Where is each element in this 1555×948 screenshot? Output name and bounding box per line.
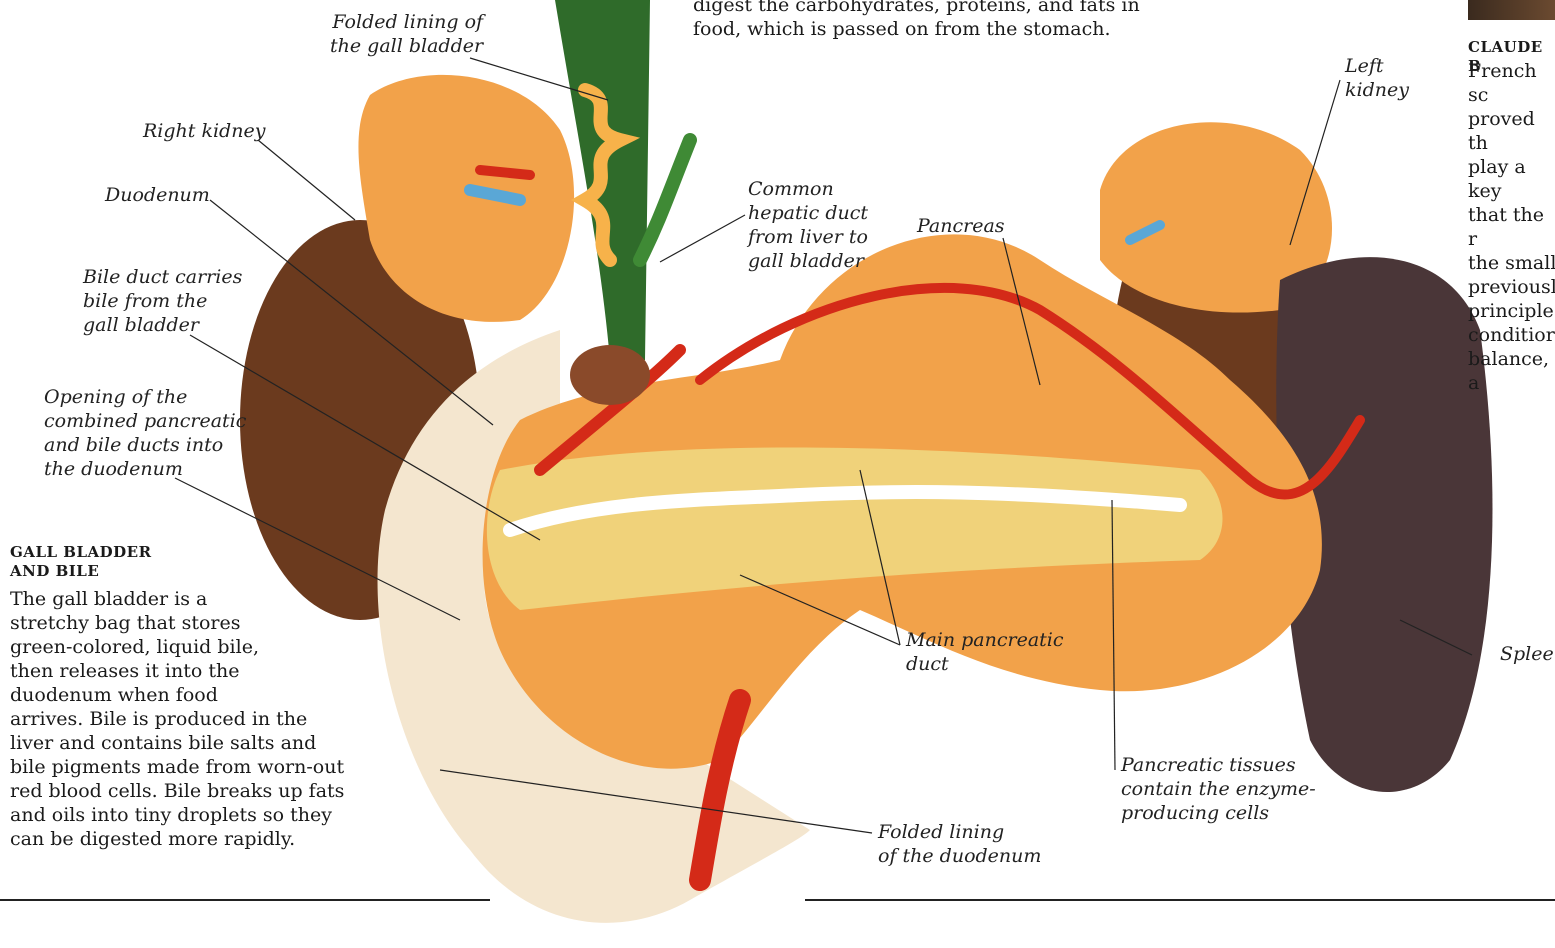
duodenum-opening (570, 345, 650, 405)
label-common-hepatic-duct: Common hepatic duct from liver to gall b… (748, 177, 868, 273)
label-left-kidney: Left kidney (1345, 54, 1409, 102)
sidebar-body: French sc proved th play a key that the … (1468, 59, 1555, 395)
label-right-kidney: Right kidney (143, 119, 265, 143)
label-folded-lining-duodenum: Folded lining of the duodenum (878, 820, 1041, 868)
label-duodenum: Duodenum (105, 183, 210, 207)
gall-bladder-body: The gall bladder is a stretchy bag that … (10, 587, 344, 851)
label-main-pancreatic-duct: Main pancreatic duct (906, 628, 1064, 676)
label-pancreatic-tissues: Pancreatic tissues contain the enzyme- p… (1121, 753, 1316, 825)
label-folded-lining-gall-bladder: Folded lining of the gall bladder (330, 10, 483, 58)
label-bile-duct: Bile duct carries bile from the gall bla… (83, 265, 242, 337)
label-pancreas: Pancreas (917, 214, 1005, 238)
intro-text: digest the carbohydrates, proteins, and … (693, 0, 1140, 41)
gall-bladder-heading: GALL BLADDER AND BILE (10, 543, 152, 581)
right-kidney-artery (480, 170, 530, 175)
label-opening-ducts: Opening of the combined pancreatic and b… (44, 385, 246, 481)
label-spleen: Spleen (1500, 642, 1555, 666)
